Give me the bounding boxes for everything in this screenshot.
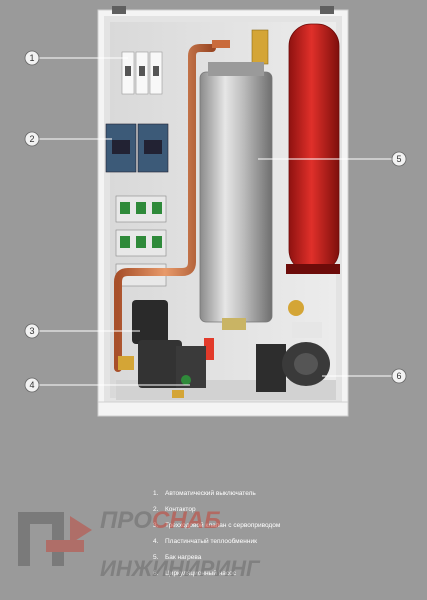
legend-text: Бак нагрева (165, 554, 202, 561)
legend-number: 5. (153, 554, 159, 561)
plate-heat-exchanger (172, 346, 206, 398)
heating-tank (199, 62, 273, 360)
callout-marker-3: 3 (24, 323, 40, 339)
legend-item: 5. Бак нагрева (153, 550, 383, 566)
expansion-tank (286, 23, 340, 274)
callout-number: 3 (29, 326, 34, 336)
legend-text: Циркуляционный насос (165, 570, 237, 577)
contactors (105, 123, 169, 173)
legend-item: 4. Пластинчатый теплообменник (153, 534, 383, 550)
legend-number: 1. (153, 490, 159, 497)
callout-marker-4: 4 (24, 377, 40, 393)
legend-text: Контактор (165, 506, 196, 513)
callout-marker-5: 5 (391, 151, 407, 167)
legend-text: Пластинчатый теплообменник (165, 538, 257, 545)
legend-item: 6. Циркуляционный насос (153, 566, 383, 582)
circulation-pump (256, 300, 330, 392)
circuit-breakers (121, 51, 163, 95)
callout-number: 4 (29, 380, 34, 390)
legend-text: Трехходовой клапан с сервоприводом (165, 522, 281, 529)
callout-marker-2: 2 (24, 131, 40, 147)
callout-marker-6: 6 (391, 368, 407, 384)
legend-number: 6. (153, 570, 159, 577)
callout-marker-1: 1 (24, 50, 40, 66)
three-way-valve (118, 300, 182, 388)
callout-number: 1 (29, 53, 34, 63)
legend: 1. Автоматический выключатель 2. Контакт… (153, 486, 383, 582)
callout-number: 2 (29, 134, 34, 144)
legend-number: 4. (153, 538, 159, 545)
legend-number: 2. (153, 506, 159, 513)
legend-item: 2. Контактор (153, 502, 383, 518)
legend-item: 3. Трехходовой клапан с сервоприводом (153, 518, 383, 534)
callout-lines (38, 57, 394, 386)
legend-item: 1. Автоматический выключатель (153, 486, 383, 502)
copper-pipe (114, 29, 269, 372)
callout-number: 6 (396, 371, 401, 381)
legend-number: 3. (153, 522, 159, 529)
callout-number: 5 (396, 154, 401, 164)
legend-text: Автоматический выключатель (165, 490, 256, 497)
